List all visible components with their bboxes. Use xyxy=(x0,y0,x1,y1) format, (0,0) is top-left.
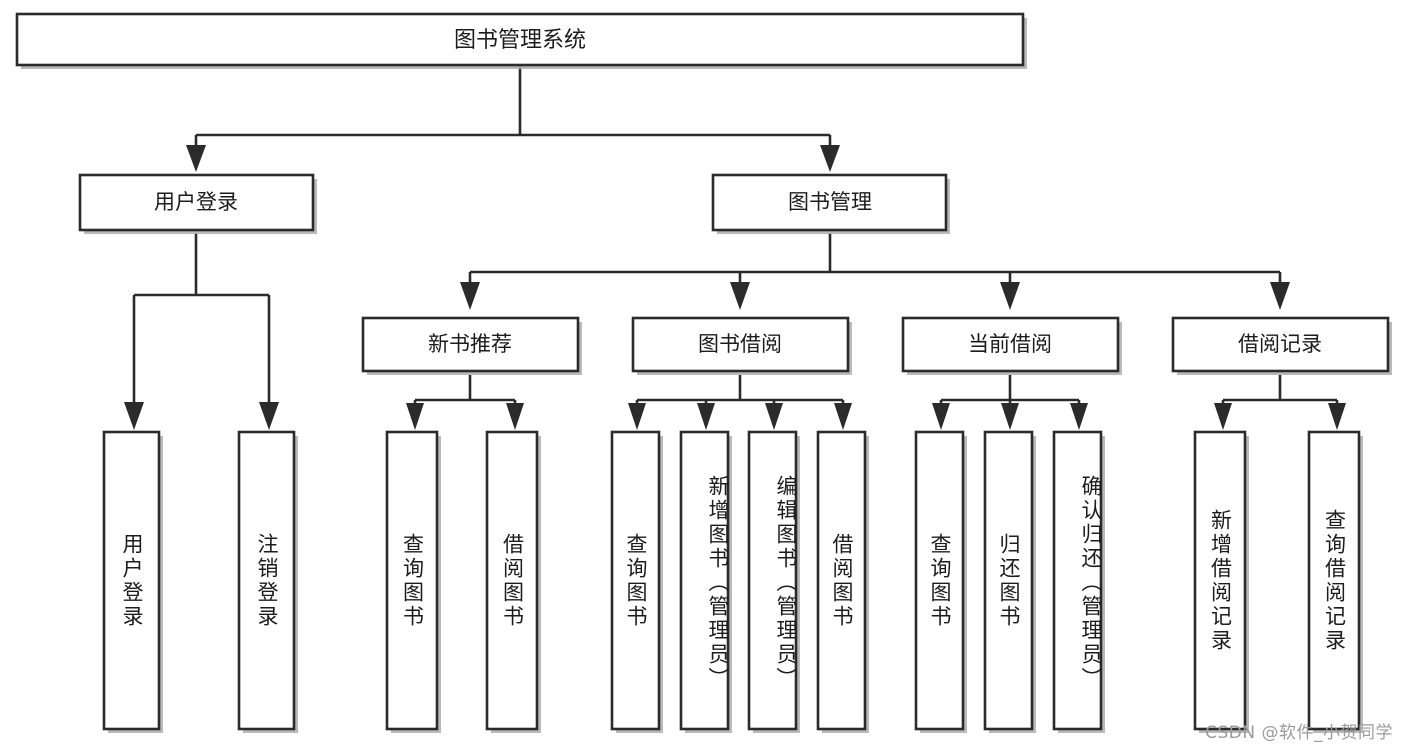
arrowhead-icon xyxy=(932,403,950,430)
node-label: 新书推荐 xyxy=(428,332,512,356)
leaf-book-borrow-0[interactable] xyxy=(610,430,663,733)
leaf-user-login-1[interactable] xyxy=(237,430,298,733)
arrowhead-icon xyxy=(765,403,783,430)
node-rect[interactable] xyxy=(361,316,580,373)
leaf-current-borrow-1[interactable] xyxy=(983,430,1036,733)
arrowhead-icon xyxy=(460,282,480,310)
node-rect[interactable] xyxy=(901,316,1120,373)
node-book-manage[interactable]: 图书管理 xyxy=(711,173,950,234)
arrowhead-icon xyxy=(1214,403,1232,430)
node-rect[interactable] xyxy=(15,12,1025,67)
node-rect[interactable] xyxy=(1052,430,1103,731)
node-label: 用户登录 xyxy=(154,190,238,214)
node-rect[interactable] xyxy=(385,430,439,731)
node-rect[interactable] xyxy=(78,173,315,232)
node-label-root: 图书管理系统 xyxy=(454,28,586,53)
node-label: 图书管理 xyxy=(788,190,872,214)
arrowhead-icon xyxy=(697,403,715,430)
arrowhead-icon xyxy=(628,403,646,430)
node-rect[interactable] xyxy=(1193,430,1247,731)
node-rect[interactable] xyxy=(631,316,850,373)
arrowhead-icon xyxy=(1270,282,1290,310)
arrowhead-icon xyxy=(820,145,840,172)
leaf-new-book-0[interactable] xyxy=(385,430,441,733)
leaf-book-borrow-1[interactable] xyxy=(679,430,732,733)
node-new-book-recommend[interactable]: 新书推荐 xyxy=(361,316,582,375)
node-book-borrow[interactable]: 图书借阅 xyxy=(631,316,852,375)
node-rect[interactable] xyxy=(816,430,867,731)
node-rect[interactable] xyxy=(679,430,730,731)
arrowhead-icon xyxy=(1001,403,1019,430)
node-label: 借阅记录 xyxy=(1238,332,1322,356)
arrowhead-layer xyxy=(124,145,1346,430)
leaf-borrow-record-1[interactable] xyxy=(1307,430,1363,733)
node-label: 图书借阅 xyxy=(698,332,782,356)
node-rect[interactable] xyxy=(711,173,948,232)
node-current-borrow[interactable]: 当前借阅 xyxy=(901,316,1122,375)
leaf-book-borrow-3[interactable] xyxy=(816,430,869,733)
arrowhead-icon xyxy=(1000,282,1020,310)
node-rect[interactable] xyxy=(102,430,161,731)
arrowhead-icon xyxy=(124,402,144,430)
arrowhead-icon xyxy=(834,403,852,430)
arrowhead-icon xyxy=(186,145,206,172)
node-root[interactable]: 图书管理系统 xyxy=(15,12,1027,69)
leaf-new-book-1[interactable] xyxy=(485,430,541,733)
arrowhead-icon xyxy=(730,282,750,310)
leaf-user-login-0[interactable] xyxy=(102,430,163,733)
arrowhead-icon xyxy=(1070,403,1088,430)
node-user-login[interactable]: 用户登录 xyxy=(78,173,317,234)
leaf-borrow-record-0[interactable] xyxy=(1193,430,1249,733)
node-rect[interactable] xyxy=(747,430,798,731)
node-rect[interactable] xyxy=(983,430,1034,731)
leaf-book-borrow-2[interactable] xyxy=(747,430,800,733)
leaf-current-borrow-0[interactable] xyxy=(914,430,967,733)
node-rect[interactable] xyxy=(237,430,296,731)
node-rect[interactable] xyxy=(1171,316,1390,373)
arrowhead-icon xyxy=(259,402,279,430)
node-rect[interactable] xyxy=(914,430,965,731)
node-rect[interactable] xyxy=(485,430,539,731)
node-label: 当前借阅 xyxy=(968,332,1052,356)
node-borrow-record[interactable]: 借阅记录 xyxy=(1171,316,1392,375)
watermark-text: CSDN @软件_小贺同学 xyxy=(1205,723,1393,743)
arrowhead-icon xyxy=(506,403,524,430)
leaf-current-borrow-2[interactable] xyxy=(1052,430,1105,733)
node-rect[interactable] xyxy=(1307,430,1361,731)
node-rect[interactable] xyxy=(610,430,661,731)
arrowhead-icon xyxy=(1328,403,1346,430)
arrowhead-icon xyxy=(406,403,424,430)
